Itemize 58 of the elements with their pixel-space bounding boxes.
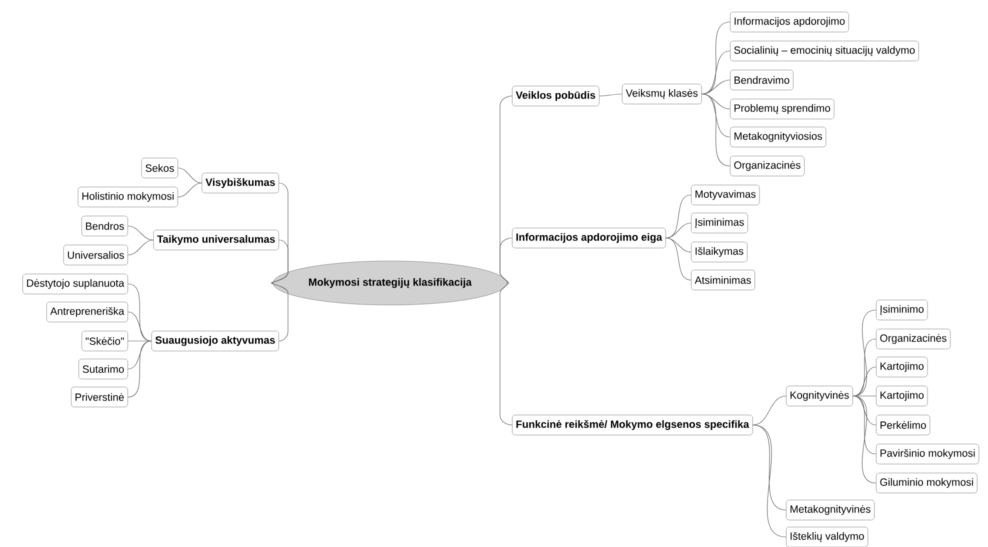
connector — [666, 222, 692, 238]
connector — [852, 396, 876, 484]
topic-box: Perkėlimo — [876, 414, 930, 436]
topic-box: Išteklių valdymo — [786, 526, 868, 547]
connector — [752, 396, 786, 426]
connector — [128, 340, 152, 398]
topic-box: "Skėčio" — [82, 330, 128, 352]
branch-box: Visybiškumas — [202, 172, 279, 194]
connector — [500, 282, 512, 426]
connector — [128, 340, 152, 342]
branch-box: Taikymo universalumas — [153, 230, 279, 250]
topic-box: Bendravimo — [730, 70, 794, 90]
topic-box: Veiksmų klasės — [622, 84, 702, 104]
topic-box: Atsiminimas — [691, 270, 755, 290]
topic-box: Sekos — [141, 158, 178, 178]
topic-box: Kognityvinės — [786, 386, 853, 406]
topic-box: Dėstytojo suplanuota — [22, 274, 128, 294]
branch-box: Funkcinė reikšmė/ Mokymo elgsenos specifika — [512, 414, 753, 436]
topic-box: Metakognityviosios — [730, 126, 826, 148]
topic-box: Metakognityvinės — [786, 500, 875, 520]
connector — [128, 312, 152, 342]
topic-box: Įsiminimas — [691, 212, 748, 234]
connector — [271, 240, 288, 284]
topic-box: Įsiminimo — [876, 300, 928, 320]
connector — [128, 240, 154, 256]
connector — [852, 366, 876, 396]
topic-box: Kartojimo — [876, 386, 928, 406]
branch-box: Veiklos pobūdis — [512, 86, 600, 106]
topic-box: Giluminio mokymosi — [876, 472, 978, 494]
connector — [852, 396, 876, 426]
connector — [128, 226, 154, 240]
topic-box: Sutarimo — [78, 358, 128, 380]
connector — [128, 340, 152, 370]
branch-box: Informacijos apdorojimo eiga — [512, 228, 666, 248]
topic-box: Išlaikymas — [691, 242, 748, 262]
connector — [701, 80, 730, 94]
topic-box: Organizacinės — [876, 328, 951, 350]
connector — [752, 424, 786, 538]
topic-box: Problemų sprendimo — [730, 98, 834, 120]
topic-box: Organizacinės — [730, 156, 805, 176]
connector — [178, 182, 202, 198]
topic-box: Paviršinio mokymosi — [876, 444, 980, 464]
connector — [500, 238, 512, 284]
topic-box: Kartojimo — [876, 356, 928, 378]
topic-box: Universalios — [63, 244, 128, 266]
connector — [271, 282, 288, 342]
topic-box: Antrepreneriška — [46, 302, 128, 322]
topic-box: Bendros — [82, 216, 128, 236]
topic-box: Informacijos apdorojimo — [730, 12, 849, 32]
topic-box: Motyvavimas — [691, 184, 760, 206]
branch-box: Suaugusiojo aktyvumas — [151, 330, 279, 352]
connector — [666, 238, 692, 280]
topic-box: Socialinių – emocinių situacijų valdymo — [730, 40, 919, 62]
connector — [178, 168, 202, 184]
connector — [599, 94, 622, 96]
connector — [701, 94, 730, 166]
topic-box: Holistinio mokymosi — [78, 186, 178, 208]
topic-box: Priverstinė — [71, 386, 128, 408]
